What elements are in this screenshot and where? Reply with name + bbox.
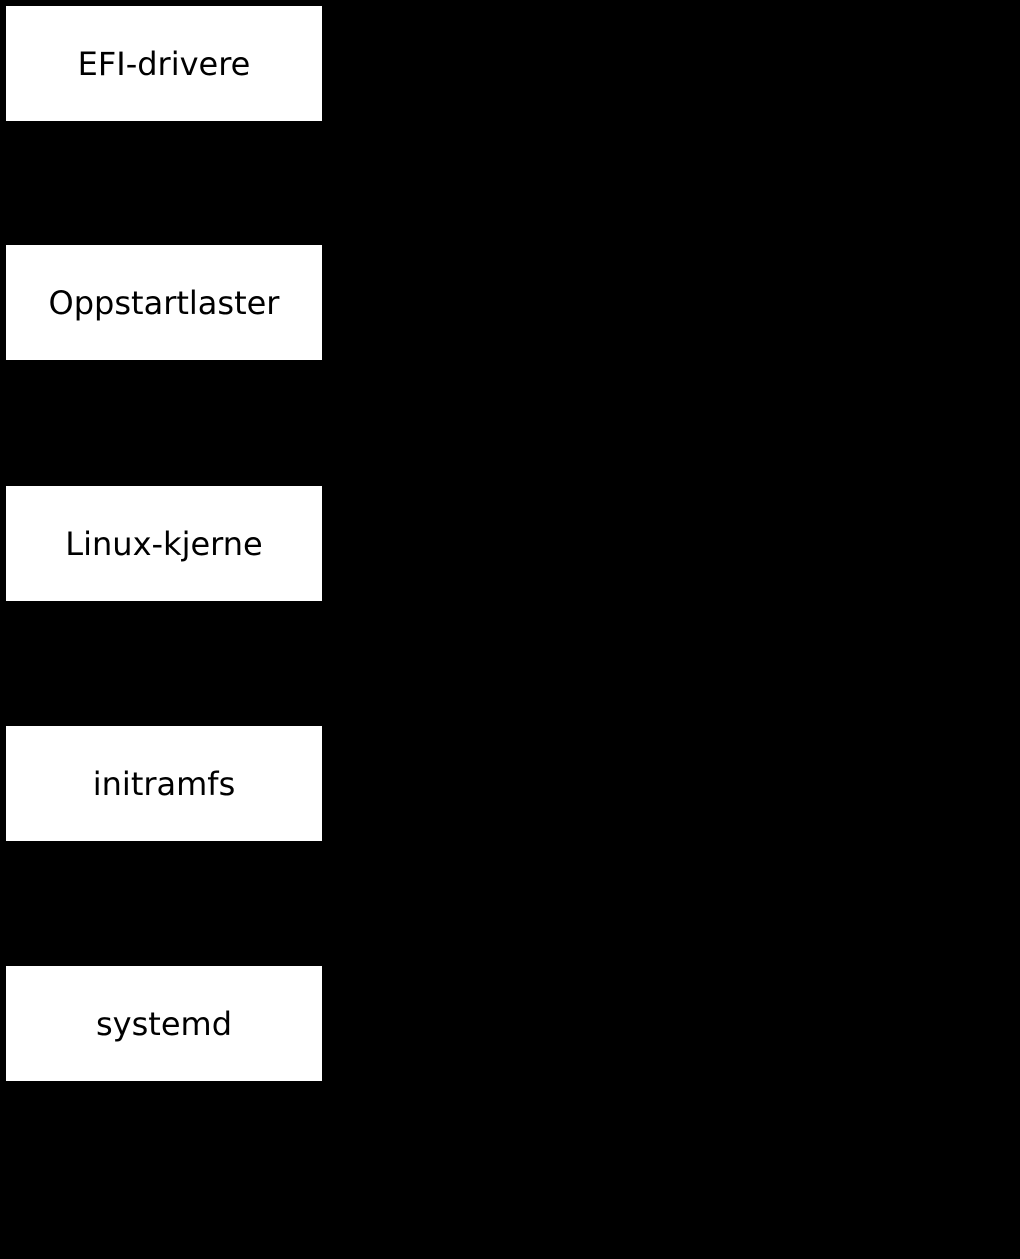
stage-label: Oppstartlaster	[48, 283, 280, 322]
stage-box-systemd[interactable]: systemd	[6, 966, 322, 1081]
stage-box-linux-kjerne[interactable]: Linux-kjerne	[6, 486, 322, 601]
stage-label: Linux-kjerne	[65, 524, 263, 563]
stage-label: initramfs	[92, 764, 236, 803]
stage-box-efi-drivere[interactable]: EFI-drivere	[6, 6, 322, 121]
stage-label: systemd	[96, 1004, 232, 1043]
stage-box-oppstartlaster[interactable]: Oppstartlaster	[6, 245, 322, 360]
stage-label: EFI-drivere	[77, 44, 251, 83]
stage-box-initramfs[interactable]: initramfs	[6, 726, 322, 841]
